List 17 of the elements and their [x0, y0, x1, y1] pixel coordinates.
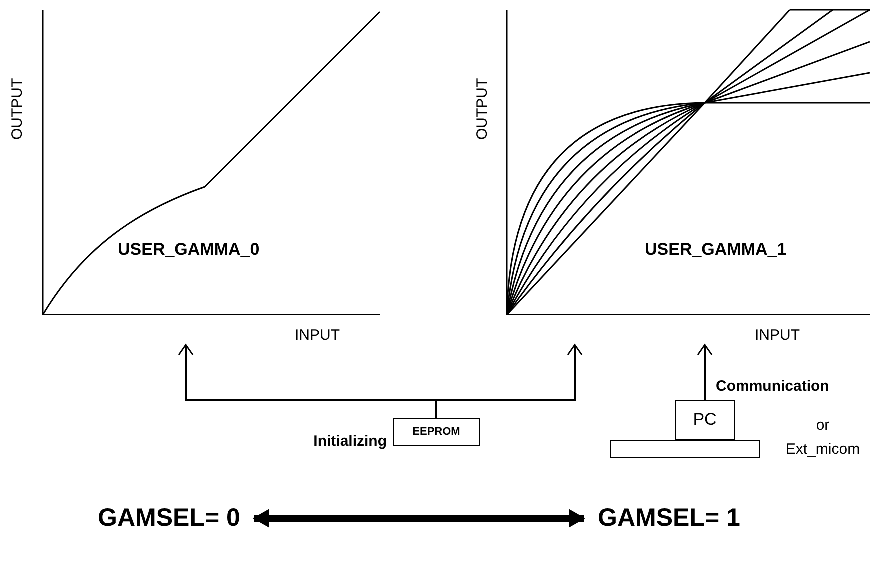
chart-title: USER_GAMMA_1	[645, 240, 787, 260]
monitor-stand	[610, 440, 760, 458]
arrow	[697, 344, 713, 400]
side-note: or Ext_micom	[784, 416, 862, 460]
arrow	[254, 510, 585, 528]
side-note: Initializing	[312, 432, 387, 452]
chart-title: USER_GAMMA_0	[118, 240, 260, 260]
axis-label: OUTPUT	[10, 78, 25, 140]
arrow	[436, 344, 583, 418]
axis-label: INPUT	[755, 328, 800, 343]
axis-label: INPUT	[295, 328, 340, 343]
memory-box: EEPROM	[393, 418, 480, 446]
computer-box: PC	[675, 400, 735, 440]
edge-label: Communication	[716, 379, 830, 394]
axis-label: OUTPUT	[475, 78, 490, 140]
mode-label: GAMSEL= 0	[98, 506, 240, 531]
mode-label: GAMSEL= 1	[598, 506, 740, 531]
